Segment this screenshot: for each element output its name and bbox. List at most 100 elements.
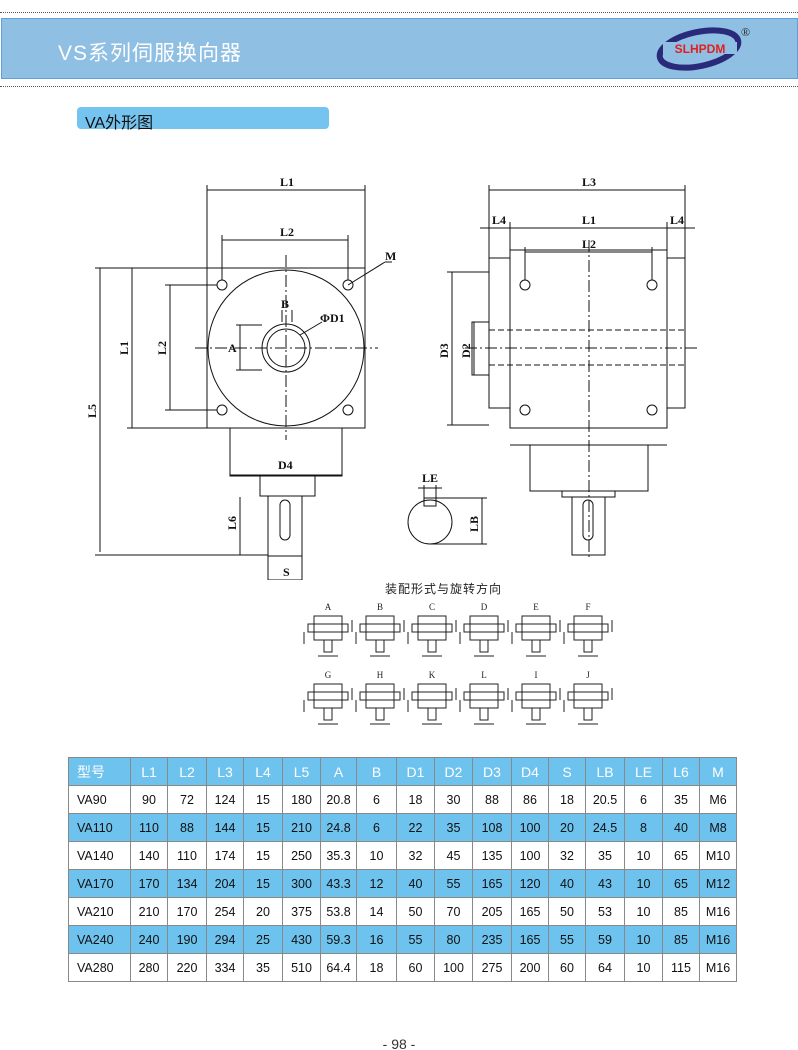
- table-cell: 22: [396, 813, 435, 842]
- page-number: - 98 -: [382, 1036, 416, 1050]
- mounting-form-icon: J: [563, 670, 613, 725]
- column-header: M: [699, 757, 737, 786]
- table-cell: 108: [472, 813, 512, 842]
- table-cell: 15: [243, 869, 283, 898]
- column-header: D1: [396, 757, 435, 786]
- column-header: 型号: [68, 757, 131, 786]
- dim-label-l5: L5: [85, 404, 99, 418]
- table-cell: VA110: [68, 813, 131, 842]
- table-cell: 59: [585, 925, 625, 954]
- mounting-form-label: C: [429, 602, 435, 612]
- table-cell: 88: [472, 785, 512, 814]
- table-cell: 40: [662, 813, 700, 842]
- table-cell: 64.4: [320, 953, 357, 982]
- table-cell: 250: [282, 841, 321, 870]
- column-header: L4: [243, 757, 283, 786]
- table-cell: 65: [662, 841, 700, 870]
- table-cell: 30: [434, 785, 473, 814]
- mounting-form-icon: D: [459, 602, 509, 657]
- table-cell: 510: [282, 953, 321, 982]
- table-cell: 120: [511, 869, 549, 898]
- table-cell: 53.8: [320, 897, 357, 926]
- table-cell: 170: [167, 897, 207, 926]
- column-header: A: [320, 757, 357, 786]
- table-cell: 65: [662, 869, 700, 898]
- mounting-form-label: B: [377, 602, 383, 612]
- side-view: [447, 185, 700, 560]
- shaft-key-detail: [407, 485, 487, 545]
- table-cell: 16: [356, 925, 397, 954]
- table-cell: 190: [167, 925, 207, 954]
- table-cell: 20: [548, 813, 586, 842]
- table-cell: 10: [624, 953, 663, 982]
- dim-label-d4: D4: [278, 458, 293, 472]
- dim-label-s: S: [283, 565, 290, 579]
- table-cell: 210: [282, 813, 321, 842]
- table-cell: 210: [130, 897, 168, 926]
- mounting-form-label: E: [533, 602, 539, 612]
- table-cell: 430: [282, 925, 321, 954]
- table-cell: 20.5: [585, 785, 625, 814]
- column-header: D2: [434, 757, 473, 786]
- dim-label-d1: ΦD1: [320, 311, 345, 325]
- table-cell: 135: [472, 841, 512, 870]
- table-cell: 60: [548, 953, 586, 982]
- table-cell: 90: [130, 785, 168, 814]
- table-cell: 18: [396, 785, 435, 814]
- table-cell: 35: [585, 841, 625, 870]
- table-cell: 275: [472, 953, 512, 982]
- table-cell: M10: [699, 841, 737, 870]
- table-cell: 294: [206, 925, 244, 954]
- table-cell: 10: [356, 841, 397, 870]
- divider: [0, 12, 798, 13]
- table-cell: M6: [699, 785, 737, 814]
- table-cell: 144: [206, 813, 244, 842]
- table-cell: 88: [167, 813, 207, 842]
- registered-mark: ®: [741, 25, 750, 39]
- mounting-form-icon: L: [459, 670, 509, 725]
- table-cell: M16: [699, 953, 737, 982]
- dim-label-l4-left: L4: [492, 213, 506, 227]
- table-cell: 40: [548, 869, 586, 898]
- dim-label-side-l1: L1: [582, 213, 596, 227]
- table-cell: 35: [662, 785, 700, 814]
- table-cell: M16: [699, 897, 737, 926]
- dim-label-lb: LB: [467, 516, 481, 532]
- header-banner: VS系列伺服换向器: [1, 18, 798, 79]
- table-cell: M16: [699, 925, 737, 954]
- table-cell: 100: [434, 953, 473, 982]
- column-header: D3: [472, 757, 512, 786]
- mounting-form-label: K: [429, 670, 436, 680]
- table-cell: 18: [356, 953, 397, 982]
- mounting-form-label: L: [481, 670, 487, 680]
- table-cell: 205: [472, 897, 512, 926]
- table-cell: 15: [243, 841, 283, 870]
- dim-label-l1-vertical: L1: [117, 341, 131, 355]
- mounting-form-icon: B: [355, 602, 405, 657]
- dim-label-d2: D2: [459, 343, 473, 358]
- table-cell: 55: [548, 925, 586, 954]
- table-cell: 280: [130, 953, 168, 982]
- table-cell: 24.8: [320, 813, 357, 842]
- mounting-title: 装配形式与旋转方向: [385, 582, 503, 596]
- table-cell: 32: [396, 841, 435, 870]
- table-cell: 10: [624, 897, 663, 926]
- mounting-form-icon: I: [511, 670, 561, 725]
- table-cell: 20.8: [320, 785, 357, 814]
- table-cell: 14: [356, 897, 397, 926]
- table-cell: 35: [243, 953, 283, 982]
- table-cell: 15: [243, 813, 283, 842]
- mounting-form-label: A: [325, 602, 332, 612]
- mounting-form-label: G: [325, 670, 332, 680]
- column-header: L6: [662, 757, 700, 786]
- front-view: [95, 185, 392, 580]
- column-header: B: [356, 757, 397, 786]
- column-header: L2: [167, 757, 207, 786]
- table-cell: 200: [511, 953, 549, 982]
- table-cell: VA90: [68, 785, 131, 814]
